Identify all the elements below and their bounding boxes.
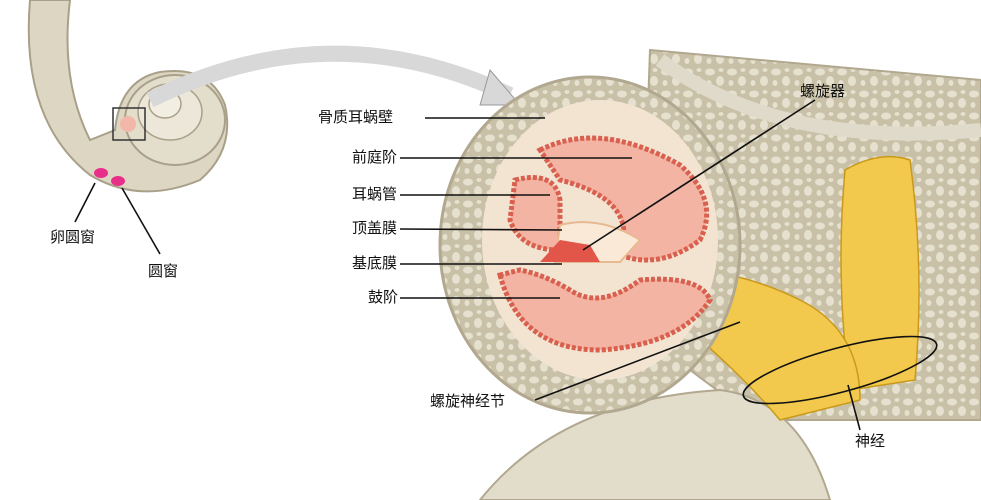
small-cochlea (27, 0, 229, 193)
label-cochlear-duct: 耳蜗管 (352, 185, 398, 203)
oval-window-marker (94, 168, 108, 178)
zoom-region-box (112, 107, 146, 141)
nerve-outline (742, 335, 938, 405)
label-spiral-ganglion: 螺旋神经节 (430, 392, 506, 410)
label-scala-tympani: 鼓阶 (368, 288, 399, 306)
label-oval-window: 卵圆窗 (50, 228, 96, 246)
leader-lines (74, 99, 861, 431)
magnify-arrow (146, 45, 514, 108)
label-round-window: 圆窗 (148, 262, 179, 280)
label-basilar-membrane: 基底膜 (352, 254, 398, 272)
label-scala-vestibuli: 前庭阶 (352, 148, 398, 166)
label-tectorial-membrane: 顶盖膜 (352, 219, 398, 237)
label-nerve: 神经 (855, 432, 886, 450)
label-bony-wall: 骨质耳蜗壁 (318, 108, 394, 126)
label-organ-of-corti: 螺旋器 (800, 82, 846, 100)
round-window-marker (111, 176, 125, 186)
